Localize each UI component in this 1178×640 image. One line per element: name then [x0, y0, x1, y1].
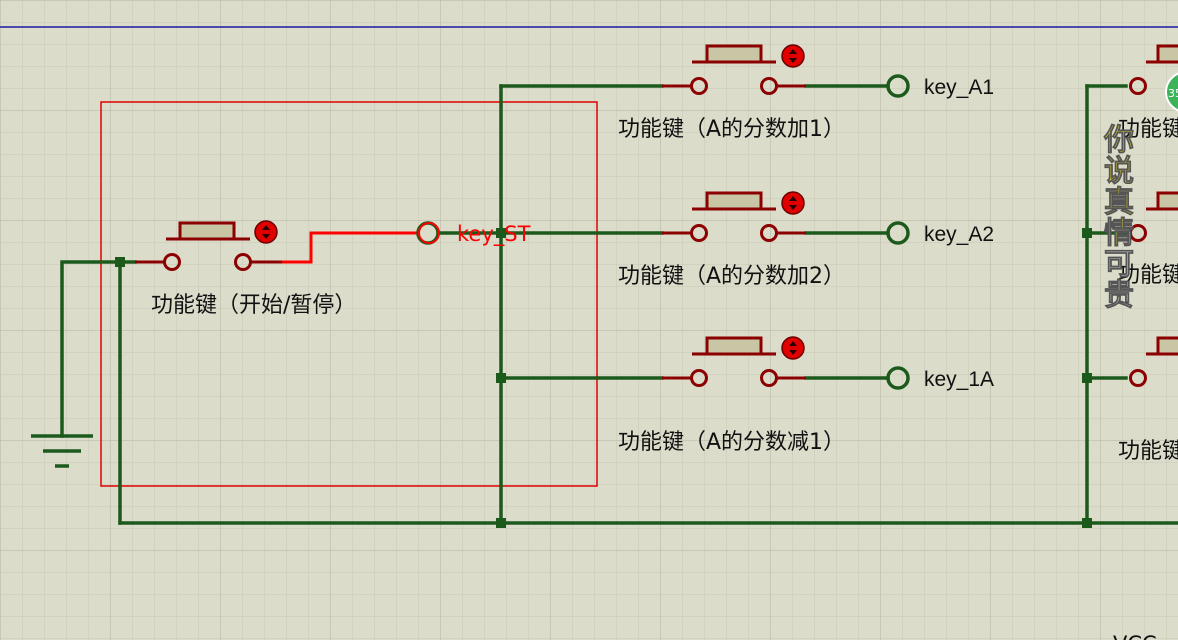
- terminal-key-1a[interactable]: key_1A: [886, 366, 994, 391]
- pushbutton-partial[interactable]: [1129, 336, 1178, 387]
- junction-dot: [496, 373, 506, 383]
- button-label: 功能键（A的分数加2）: [618, 264, 845, 289]
- terminal-key-a2[interactable]: key_A2: [886, 221, 994, 246]
- button-label: 功能键（A的分数减1）: [618, 430, 845, 455]
- ground-icon[interactable]: [31, 434, 93, 468]
- terminal-key-a1[interactable]: key_A1: [886, 74, 994, 99]
- overlay-char: 真: [1104, 185, 1134, 220]
- partial-button-label: 功能键: [1118, 263, 1178, 288]
- junction-dot: [1082, 373, 1092, 383]
- junction-dot: [1082, 518, 1092, 528]
- pushbutton-start-pause[interactable]: 功能键（开始/暂停）: [135, 220, 356, 318]
- overlay-char: 你: [1103, 123, 1134, 158]
- junction-dot: [496, 518, 506, 528]
- junctions: [115, 228, 1092, 528]
- partial-button-label: 功能键: [1118, 439, 1178, 464]
- pushbutton-a-minus-1[interactable]: 功能键（A的分数减1） key_1A: [618, 336, 994, 455]
- wire-ground-feed[interactable]: [60, 260, 137, 438]
- pushbutton-column: 功能键（A的分数加1）key_A1功能键（A的分数加2）key_A2功能键（A的…: [618, 44, 994, 455]
- actuator-icon[interactable]: [781, 191, 805, 215]
- actuator-icon[interactable]: [781, 336, 805, 360]
- wire-selected-st[interactable]: [282, 231, 418, 264]
- terminal-label: key_ST: [457, 222, 531, 247]
- junction-dot: [496, 228, 506, 238]
- vcc-label-fragment: VCC: [1113, 632, 1157, 640]
- selection-box[interactable]: [100, 101, 598, 487]
- wires: [60, 84, 1178, 525]
- terminal-key-st[interactable]: key_ST: [416, 221, 531, 247]
- button-label: 功能键（A的分数加1）: [618, 117, 845, 142]
- badge-text: 35: [1168, 87, 1178, 100]
- overlay-char: 贵: [1104, 278, 1134, 313]
- pushbutton-partial[interactable]: [1129, 191, 1178, 242]
- terminal-label: key_A2: [924, 223, 994, 246]
- overlay-char: 情: [1104, 216, 1134, 251]
- partial-button-label: 功能键: [1118, 117, 1178, 142]
- pushbutton-partial[interactable]: [1129, 44, 1178, 95]
- notification-badge[interactable]: 35: [1165, 72, 1178, 112]
- junction-dot: [1082, 228, 1092, 238]
- junction-dot: [115, 257, 125, 267]
- overlay-char: 说: [1104, 154, 1134, 189]
- actuator-icon[interactable]: [781, 44, 805, 68]
- terminal-label: key_1A: [924, 368, 994, 391]
- overlay-char: 可: [1104, 247, 1134, 282]
- button-label: 功能键（开始/暂停）: [151, 293, 356, 318]
- terminal-label: key_A1: [924, 76, 994, 99]
- pushbutton-a-plus-2[interactable]: 功能键（A的分数加2） key_A2: [618, 191, 994, 289]
- pushbutton-a-plus-1[interactable]: 功能键（A的分数加1） key_A1: [618, 44, 994, 142]
- actuator-icon[interactable]: [254, 220, 278, 244]
